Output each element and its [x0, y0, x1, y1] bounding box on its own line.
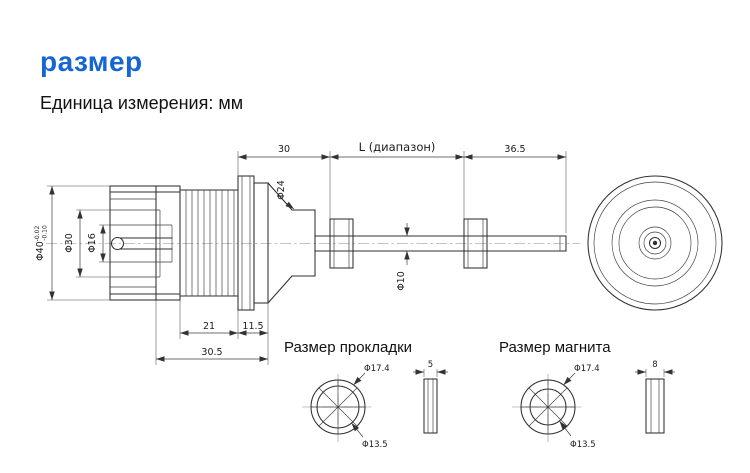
dim-phi30: Φ30 [64, 233, 75, 253]
stop-block-left [329, 218, 354, 269]
dim-11-5: 11.5 [242, 321, 263, 332]
dim-phi24-group: Φ24 [276, 180, 295, 210]
gasket-thickness-label: 5 [428, 360, 433, 370]
dim-range: L (диапазон) [359, 140, 436, 154]
dim-phi16-group: Φ16 [87, 224, 110, 263]
taper-section [267, 182, 316, 304]
dim-phi24: Φ24 [276, 180, 287, 200]
unit-note: Единица измерения: мм [40, 93, 244, 113]
magnet-label: Размер магнита [499, 339, 611, 356]
dim-phi40-group: Φ40-0.02-0.10 [34, 185, 110, 301]
magnet-side-view: 8 [635, 360, 675, 434]
gasket-inner-dia-label: Φ13.5 [362, 440, 388, 450]
end-view-center-hole [648, 236, 662, 250]
page-title: размер [40, 46, 143, 77]
gasket-outer-dia-label: Φ17.4 [364, 364, 390, 374]
shaft [314, 235, 567, 252]
ribbed-section [179, 189, 239, 297]
gasket-side-view: 5 [413, 360, 448, 434]
stop-block-right [463, 218, 488, 269]
dim-21: 21 [203, 321, 215, 332]
center-pin [110, 236, 173, 251]
dim-phi10-group: Φ10 [396, 223, 410, 291]
dim-30: 30 [278, 144, 290, 155]
dim-phi30-group: Φ30 [64, 209, 110, 278]
end-view-outer-circle [587, 175, 723, 311]
flange [237, 175, 269, 311]
side-view: Φ40-0.02-0.10 Φ30 Φ16 Φ24 [34, 140, 580, 365]
end-view [587, 175, 723, 311]
dim-phi40: Φ40-0.02-0.10 [34, 225, 49, 261]
magnet-outer-dia-label: Φ17.4 [574, 364, 600, 374]
internal-bores [110, 209, 173, 278]
magnet-detail: Размер магнита Φ17.4 Φ13.5 8 [499, 339, 675, 450]
gasket-detail: Размер прокладки Φ17.4 Φ13.5 5 [284, 339, 448, 450]
magnet-thickness-label: 8 [652, 360, 657, 370]
dim-phi10: Φ10 [396, 271, 407, 291]
magnet-inner-dia-label: Φ13.5 [570, 440, 596, 450]
dim-phi16: Φ16 [87, 233, 98, 253]
gasket-label: Размер прокладки [284, 339, 412, 356]
dim-36-5: 36.5 [504, 144, 525, 155]
sensor-head-body [109, 185, 181, 301]
end-view-center-dot [652, 240, 658, 246]
bottom-dimension-chain: 21 11.5 30.5 [155, 300, 269, 365]
top-dimension-chain: 30 L (диапазон) 36.5 [237, 140, 567, 233]
dim-30-5: 30.5 [201, 347, 222, 358]
